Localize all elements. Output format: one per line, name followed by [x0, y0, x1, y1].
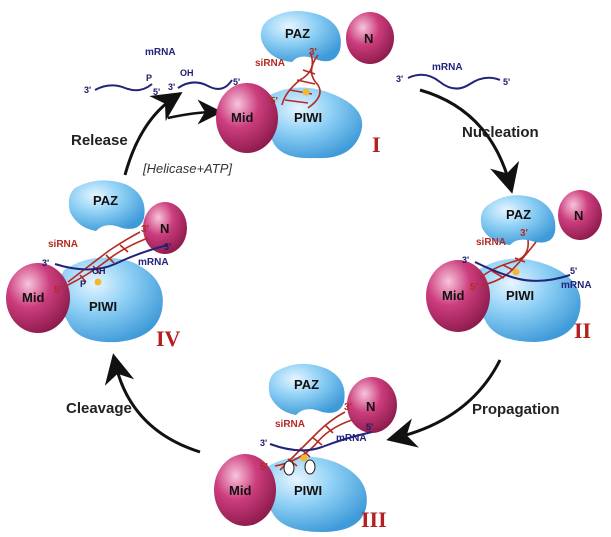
free-mrna-right: mRNA 3' 5': [396, 62, 510, 90]
stage-IV-3end: 3': [141, 224, 149, 235]
stage-III-piwi: [258, 456, 367, 532]
stage-II-sirna: [479, 239, 537, 286]
stage-II-mid-label: Mid: [442, 288, 464, 303]
stage-III-mrna-strand: [269, 431, 373, 452]
stage-IV-piwi-label: PIWI: [89, 299, 117, 314]
stage-II-5end: 5': [470, 282, 478, 293]
arrow-propagation: [386, 359, 502, 448]
arrow-release-to-I: [167, 99, 223, 125]
stage-II-3end-mrna: 3': [462, 255, 469, 265]
stage-II-5end-mrna: 5': [570, 266, 577, 276]
free-mrna-left-5end-b: 5': [233, 77, 240, 87]
free-mrna-left-label: mRNA: [145, 47, 176, 58]
free-mrna-right-3end: 3': [396, 74, 403, 84]
stage-II-mrna-strand: [474, 261, 571, 282]
stage-II-mid: [426, 260, 490, 332]
stage-I: PAZ N Mid PIWI siRNA 3' 5' I: [216, 11, 394, 159]
stage-IV-sirna-label: siRNA: [48, 239, 78, 250]
stage-I-5end: 5': [270, 96, 278, 107]
label-nucleation: Nucleation: [462, 124, 539, 141]
stage-I-n-label: N: [364, 31, 373, 46]
stage-I-sirna-label: siRNA: [255, 58, 285, 69]
stage-II-n: [558, 190, 602, 240]
stage-I-mid-label: Mid: [231, 110, 253, 125]
stage-I-mid: [216, 83, 278, 153]
label-propagation: Propagation: [472, 401, 560, 418]
stage-I-sirna: [281, 51, 321, 109]
label-cleavage: Cleavage: [66, 400, 132, 417]
stage-IV-oh: OH: [92, 266, 106, 276]
stage-III-paz-label: PAZ: [294, 377, 319, 392]
stage-II-3end: 3': [520, 228, 528, 239]
stage-II-paz: [480, 195, 556, 245]
stage-II-mrna-label: mRNA: [561, 280, 592, 291]
stage-III-paz: [268, 363, 345, 415]
arrow-nucleation: [419, 88, 520, 194]
stage-III-sirna-label: siRNA: [275, 419, 305, 430]
cycle-arrows: [104, 88, 520, 454]
stage-II-n-label: N: [574, 208, 583, 223]
stage-III-3end: 3': [344, 402, 352, 413]
stage-I-paz-label: PAZ: [285, 26, 310, 41]
stage-III-3end-mrna: 3': [260, 438, 267, 448]
stage-IV-mrna-label: mRNA: [138, 257, 169, 268]
stage-IV-mid-label: Mid: [22, 290, 44, 305]
free-mrna-left: mRNA 3' P 5' OH 3' 5': [84, 47, 240, 97]
arrow-release: [123, 92, 183, 176]
free-mrna-left-5end: 5': [153, 87, 160, 97]
stage-IV-mrna-strand: [54, 244, 169, 271]
stage-I-n: [346, 12, 394, 64]
free-mrna-right-5end: 5': [503, 77, 510, 87]
stage-II-sirna-label: siRNA: [476, 237, 506, 248]
stage-II-numeral: II: [574, 318, 591, 343]
stage-III-piwi-label: PIWI: [294, 483, 322, 498]
stage-III-numeral: III: [361, 507, 387, 532]
label-release: Release: [71, 132, 128, 149]
stage-III-mid-label: Mid: [229, 483, 251, 498]
stage-IV-n-label: N: [160, 221, 169, 236]
stage-III-n: [347, 377, 397, 433]
stage-II: PAZ N Mid PIWI siRNA 3' 5' 3' 5' mRNA II: [426, 190, 602, 343]
stage-IV-p: P: [80, 279, 86, 289]
stage-III-mrna-label: mRNA: [336, 433, 367, 444]
stage-II-paz-label: PAZ: [506, 207, 531, 222]
stage-III-n-label: N: [366, 399, 375, 414]
stage-II-piwi-label: PIWI: [506, 288, 534, 303]
stage-IV-paz-label: PAZ: [93, 193, 118, 208]
stage-IV-3end-mrna: 3': [42, 258, 49, 268]
stage-I-numeral: I: [372, 132, 381, 157]
free-mrna-left-3end-b: 3': [168, 82, 175, 92]
free-mrna-right-label: mRNA: [432, 62, 463, 73]
free-mrna-left-3end: 3': [84, 85, 91, 95]
stage-III-mid: [214, 454, 276, 526]
stage-III-5end: 5': [260, 462, 268, 473]
stage-I-piwi-label: PIWI: [294, 110, 322, 125]
stage-IV-paz: [68, 180, 145, 231]
stage-IV-sirna: [65, 231, 149, 287]
free-mrna-left-oh: OH: [180, 68, 194, 78]
stage-I-3end: 3': [309, 47, 317, 58]
stage-IV-mid: [6, 263, 70, 333]
label-helicase: [Helicase+ATP]: [142, 161, 232, 176]
stage-I-piwi: [264, 87, 363, 159]
stage-III-5end-mrna: 5': [366, 422, 373, 432]
stage-I-paz: [260, 11, 341, 62]
stage-IV-5end: 5': [54, 285, 62, 296]
stage-IV-n: [143, 202, 187, 254]
free-mrna-left-p: P: [146, 73, 152, 83]
stage-IV: PAZ N Mid PIWI siRNA 3' 5' 3' 5' mRNA OH…: [6, 180, 187, 351]
stage-IV-numeral: IV: [156, 326, 181, 351]
arrow-cleavage: [104, 353, 201, 454]
stage-IV-5end-mrna: 5': [164, 242, 171, 252]
stage-III: PAZ N Mid PIWI siRNA 3' 5' 3' 5' mRNA II…: [214, 363, 397, 532]
